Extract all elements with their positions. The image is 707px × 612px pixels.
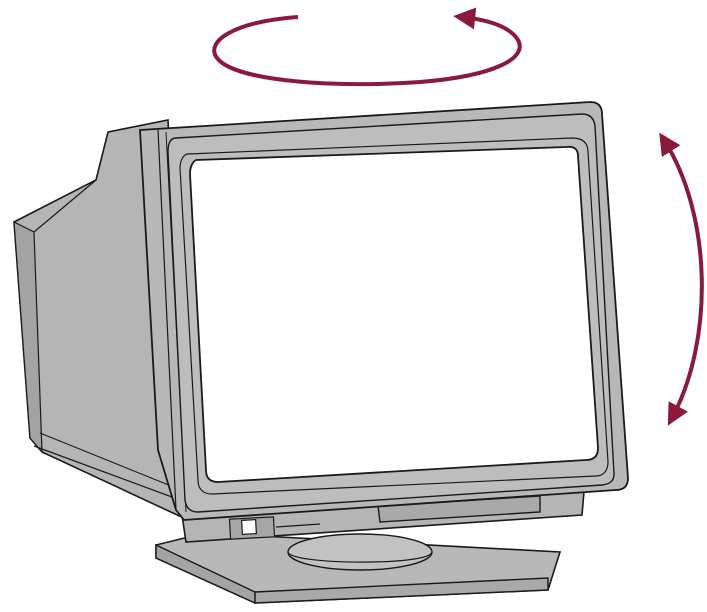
tilt-arrow-icon: [664, 140, 702, 418]
power-button-icon: [242, 520, 257, 535]
monitor-screen: [180, 138, 608, 494]
swivel-arrow-icon: [214, 17, 520, 84]
monitor-stand: [156, 533, 560, 603]
